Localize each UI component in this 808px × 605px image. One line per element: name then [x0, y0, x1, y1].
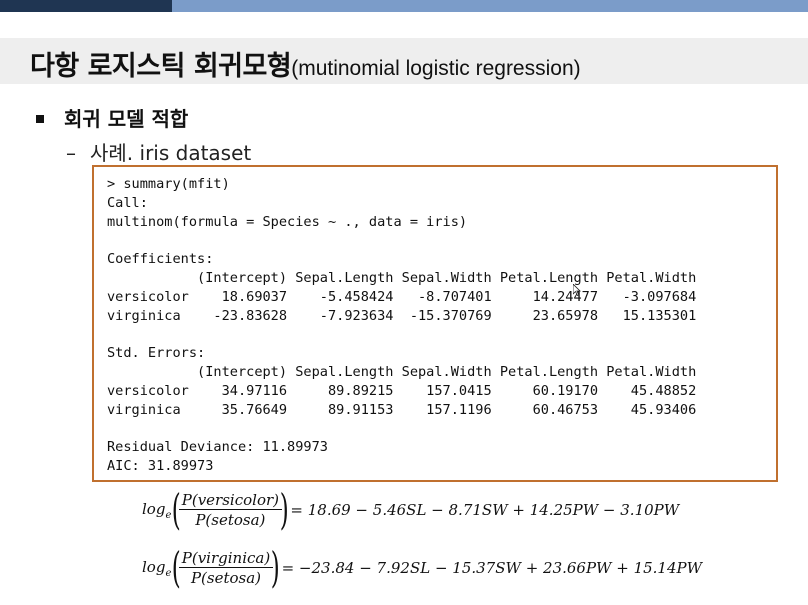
- console-line: (Intercept) Sepal.Length Sepal.Width Pet…: [197, 363, 697, 380]
- sub-bullet-item: –사례. iris dataset: [66, 137, 251, 166]
- left-paren: (: [172, 485, 182, 534]
- console-line: versicolor 34.97116 89.89215 157.0415 60…: [107, 382, 697, 399]
- slide-title: 다항 로지스틱 회귀모형(mutinomial logistic regress…: [30, 44, 581, 83]
- console-output: > summary(mfit) Call: multinom(formula =…: [107, 175, 696, 476]
- top-accent-bar: [0, 0, 808, 12]
- sub-bullet-text: 사례. iris dataset: [90, 141, 252, 165]
- numerator: P(virginica): [178, 549, 274, 568]
- fraction: P(versicolor) P(setosa): [178, 491, 282, 530]
- formula-rhs: = 18.69 − 5.46SL − 8.71SW + 14.25PW − 3.…: [290, 501, 680, 519]
- denominator: P(setosa): [195, 510, 266, 529]
- console-output-box: [92, 165, 778, 482]
- console-line: virginica -23.83628 -7.923634 -15.370769…: [107, 307, 697, 324]
- left-paren: (: [172, 543, 182, 592]
- console-line: multinom(formula = Species ~ ., data = i…: [107, 213, 468, 230]
- title-band: [0, 38, 808, 84]
- right-paren: ): [279, 485, 289, 534]
- top-accent-bar-dark: [0, 0, 172, 12]
- fraction: P(virginica) P(setosa): [178, 549, 274, 588]
- console-line: Coefficients:: [107, 251, 214, 268]
- formula-rhs: = −23.84 − 7.92SL − 15.37SW + 23.66PW + …: [281, 559, 703, 577]
- console-line: virginica 35.76649 89.91153 157.1196 60.…: [107, 401, 697, 418]
- slide-title-english: (mutinomial logistic regression): [291, 57, 581, 80]
- console-line: (Intercept) Sepal.Length Sepal.Width Pet…: [197, 269, 697, 286]
- denominator: P(setosa): [190, 568, 262, 587]
- right-paren: ): [270, 543, 280, 592]
- formula-virginica: loge ( P(virginica) P(setosa) ) = −23.84…: [142, 543, 703, 592]
- console-line: AIC: 31.89973: [107, 457, 214, 474]
- bullet-text: 회귀 모델 적합: [64, 107, 189, 131]
- console-line: Residual Deviance: 11.89973: [107, 439, 328, 456]
- console-line: Std. Errors:: [107, 345, 206, 362]
- console-line: Call:: [107, 194, 148, 211]
- dash-bullet: –: [66, 141, 76, 165]
- formula-versicolor: loge ( P(versicolor) P(setosa) ) = 18.69…: [142, 485, 680, 534]
- bullet-item: 회귀 모델 적합: [36, 103, 188, 132]
- console-line: versicolor 18.69037 -5.458424 -8.707401 …: [107, 288, 697, 305]
- log-function: loge: [142, 499, 172, 521]
- square-bullet-icon: [36, 114, 44, 123]
- console-line: > summary(mfit): [107, 176, 230, 192]
- mouse-cursor-icon: [573, 284, 581, 296]
- numerator: P(versicolor): [178, 491, 282, 510]
- log-function: loge: [142, 557, 172, 579]
- top-accent-bar-light: [172, 0, 808, 12]
- slide-title-korean: 다항 로지스틱 회귀모형: [30, 51, 292, 82]
